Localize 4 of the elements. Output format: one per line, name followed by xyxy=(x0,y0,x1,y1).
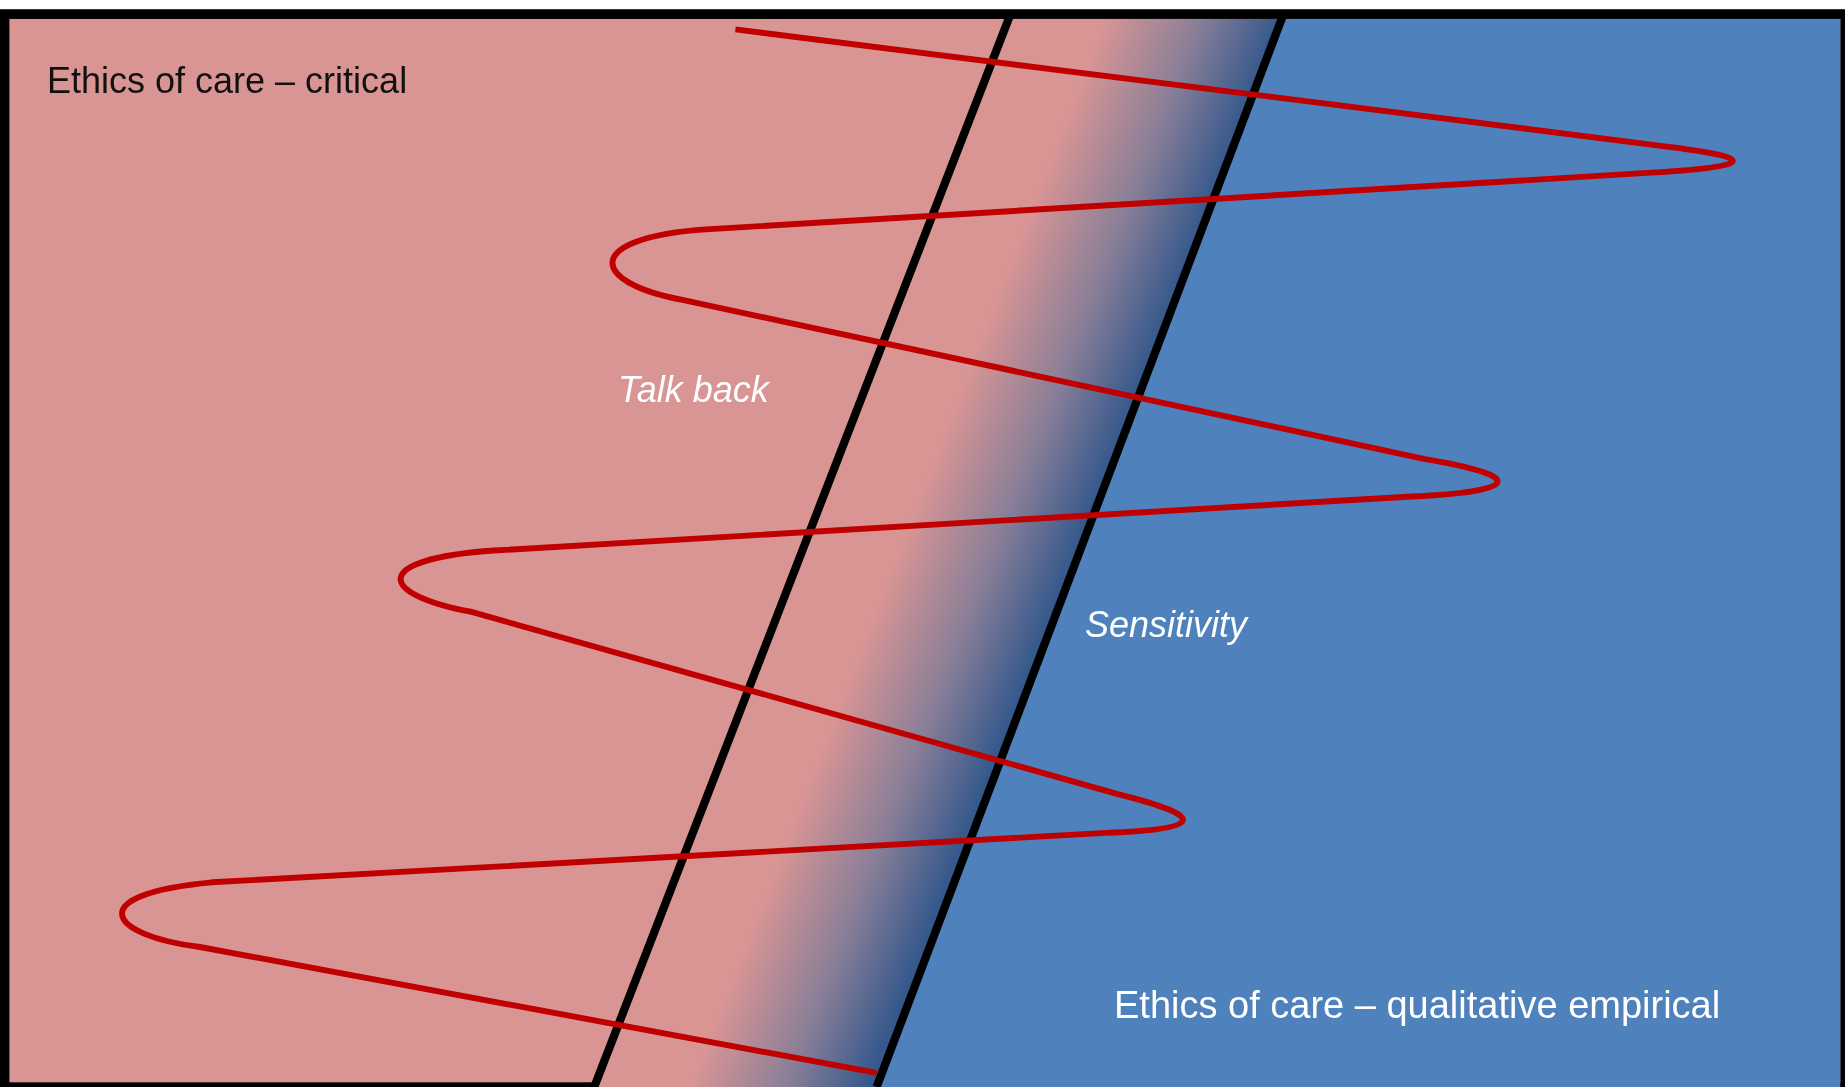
region-title: Ethics of care – critical xyxy=(47,60,408,102)
region-label: Sensitivity xyxy=(1085,604,1248,646)
region-label: Talk back xyxy=(618,369,769,411)
region-title: Ethics of care – qualitative empirical xyxy=(1114,984,1721,1028)
